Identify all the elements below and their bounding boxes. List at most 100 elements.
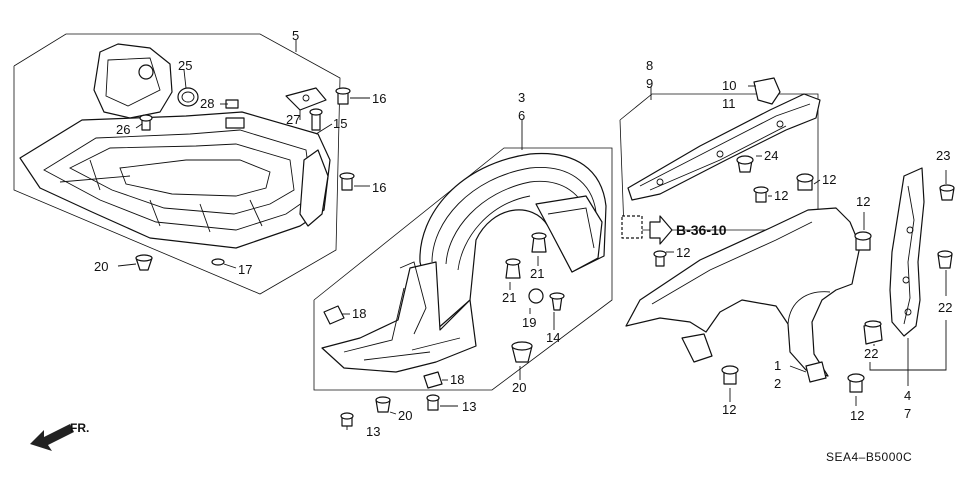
front-arrow-icon [30, 424, 74, 451]
callout-8: 8 [646, 58, 653, 73]
bolt-15-head [309, 108, 323, 116]
clip-20-mid-head [511, 341, 533, 351]
callout-18b: 18 [450, 372, 464, 387]
callout-13a: 13 [366, 424, 380, 439]
front-liner-edge [399, 261, 427, 335]
callout-13b: 13 [462, 399, 476, 414]
clip-18-lower [423, 371, 443, 389]
clip-21-right-head [531, 232, 547, 240]
undercover-plate [19, 111, 331, 249]
ref-label[interactable]: B-36-10 [676, 222, 727, 238]
clip-18-upper [323, 305, 345, 325]
side-bracket-edge [903, 185, 915, 325]
ref-arrow-icon [649, 215, 673, 245]
callout-21b: 21 [530, 266, 544, 281]
side-hole-1 [906, 226, 914, 234]
clip-22-left-head [864, 320, 882, 328]
bolt-13-mid-head [426, 394, 440, 402]
ref-dashed-box [621, 215, 643, 239]
callout-12b: 12 [676, 245, 690, 260]
leader-26 [135, 123, 143, 129]
side-hole-2 [902, 276, 910, 284]
callout-28: 28 [200, 96, 214, 111]
front-label: FR. [70, 421, 89, 435]
fender-bracket-frame [619, 93, 819, 231]
rail-hole-3 [776, 120, 784, 128]
fender-mount-rail [627, 93, 821, 201]
bolt-16-lower-head [339, 172, 355, 180]
undercover-side-flange [299, 149, 329, 227]
clip-20-bottom-head [375, 396, 391, 404]
callout-21a: 21 [502, 290, 516, 305]
bolt-16-upper-head [335, 87, 351, 95]
callout-19: 19 [522, 315, 536, 330]
callout-20a: 20 [94, 259, 108, 274]
section-reference[interactable]: B-36-10 [621, 215, 727, 245]
callout-1: 1 [774, 358, 781, 373]
callout-labels: 5 25 28 26 27 15 16 16 20 17 3 6 8 9 10 … [94, 28, 952, 439]
undercover-ribs-inner [119, 159, 271, 197]
callout-3: 3 [518, 90, 525, 105]
bolt-12-b-head [653, 250, 667, 258]
undercover-bracket [13, 33, 341, 295]
callout-25: 25 [178, 58, 192, 73]
rail-edge-2 [649, 125, 787, 191]
undercover-group [13, 33, 370, 295]
fender-crease [651, 221, 813, 305]
leader-17 [223, 263, 237, 269]
callout-22a: 22 [938, 300, 952, 315]
side-hole-3 [904, 308, 912, 316]
leader-15 [315, 123, 333, 135]
undercover-ribs-mid [69, 143, 295, 215]
bolt-13-left-head [340, 412, 354, 420]
callout-12a: 12 [822, 172, 836, 187]
shield-hole [138, 64, 154, 80]
leader-12a [813, 179, 821, 185]
bracket-27-hole [302, 94, 310, 102]
callout-16a: 16 [372, 91, 386, 106]
callout-17: 17 [238, 262, 252, 277]
fender-liner-arch [419, 152, 607, 331]
liner-arch-rib3 [457, 195, 531, 271]
front-liner-lower [321, 261, 477, 373]
callout-4: 4 [904, 388, 911, 403]
callout-12e: 12 [722, 402, 736, 417]
callout-2: 2 [774, 376, 781, 391]
bracket-27 [285, 87, 327, 111]
callout-22b: 22 [864, 346, 878, 361]
callout-12d: 12 [856, 194, 870, 209]
callout-20c: 20 [398, 408, 412, 423]
rail-hole-2 [716, 150, 724, 158]
leader-20c [389, 411, 397, 415]
callout-6: 6 [518, 108, 525, 123]
diagram-code: SEA4–B5000C [826, 450, 912, 464]
clip-17 [211, 258, 225, 266]
clip-23-head [939, 184, 955, 192]
callout-26: 26 [116, 122, 130, 137]
callout-20b: 20 [512, 380, 526, 395]
callout-12c: 12 [774, 188, 788, 203]
cap-25-inner [181, 91, 195, 103]
callout-11: 11 [722, 96, 736, 111]
front-direction-marker: FR. [30, 421, 89, 451]
liner-arch-rib1 [431, 167, 597, 263]
callout-7: 7 [904, 406, 911, 421]
grommet-26-head [139, 114, 153, 122]
fender-bracket-group [619, 77, 821, 231]
bolt-12-e-head [721, 365, 739, 375]
rail-edge-1 [639, 103, 811, 187]
liner-rear-panel [535, 195, 603, 273]
callout-16b: 16 [372, 180, 386, 195]
callout-27: 27 [286, 112, 300, 127]
fender-panel [625, 207, 861, 377]
undercover-tab [225, 117, 245, 129]
callout-5: 5 [292, 28, 299, 43]
inner-fender-group [313, 120, 613, 430]
leader-25 [183, 69, 187, 89]
rail-hole-1 [656, 178, 664, 186]
cap-25 [177, 87, 199, 107]
liner-rear-panel-detail [547, 207, 595, 249]
bracket-1-2 [805, 361, 827, 383]
front-liner-detail [343, 287, 461, 361]
